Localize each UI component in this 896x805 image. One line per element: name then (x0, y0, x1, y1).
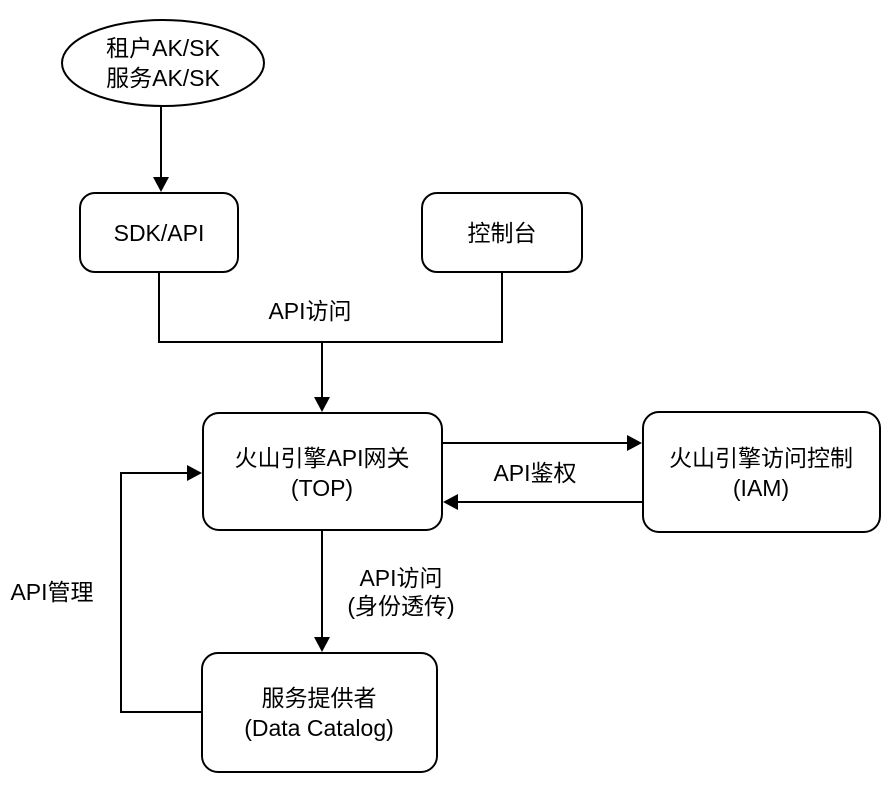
edge-label-api-management: API管理 (10, 579, 93, 605)
edge-label-api-auth: API鉴权 (493, 460, 576, 486)
sdk-api-label: SDK/API (114, 220, 205, 246)
arrowhead-left-icon (443, 494, 458, 510)
edge-client-api-access (158, 272, 503, 412)
credentials-label-line1: 租户AK/SK (106, 35, 220, 61)
node-sdk-api: SDK/API (79, 192, 239, 273)
provider-label-line1: 服务提供者 (262, 685, 377, 711)
console-label: 控制台 (468, 220, 537, 246)
node-gateway: 火山引擎API网关 (TOP) (202, 412, 443, 531)
edge-credentials-to-sdk (153, 107, 169, 192)
iam-label-line2: (IAM) (733, 475, 789, 501)
provider-label-line2: (Data Catalog) (244, 715, 394, 741)
node-iam: 火山引擎访问控制 (IAM) (642, 411, 881, 533)
edge-api-auth-response (443, 494, 643, 510)
edge-api-auth-request (442, 435, 642, 451)
edge-api-management (120, 465, 202, 713)
gateway-label-line1: 火山引擎API网关 (234, 445, 409, 471)
iam-label-line1: 火山引擎访问控制 (669, 445, 853, 471)
edge-label-passthrough-line1: API访问 (359, 565, 442, 591)
node-console: 控制台 (421, 192, 583, 273)
edge-label-api-access: API访问 (268, 298, 351, 324)
arrowhead-down-icon (153, 177, 169, 192)
edge-label-passthrough-line2: (身份透传) (347, 593, 454, 619)
arrowhead-down-icon (314, 397, 330, 412)
node-provider: 服务提供者 (Data Catalog) (201, 652, 438, 773)
edge-gateway-to-provider (314, 530, 330, 652)
arrowhead-right-icon (187, 465, 202, 481)
credentials-label-line2: 服务AK/SK (106, 65, 220, 91)
gateway-label-line2: (TOP) (291, 475, 353, 501)
arrowhead-down-icon (314, 637, 330, 652)
arrowhead-right-icon (627, 435, 642, 451)
node-credentials: 租户AK/SK 服务AK/SK (61, 19, 265, 107)
